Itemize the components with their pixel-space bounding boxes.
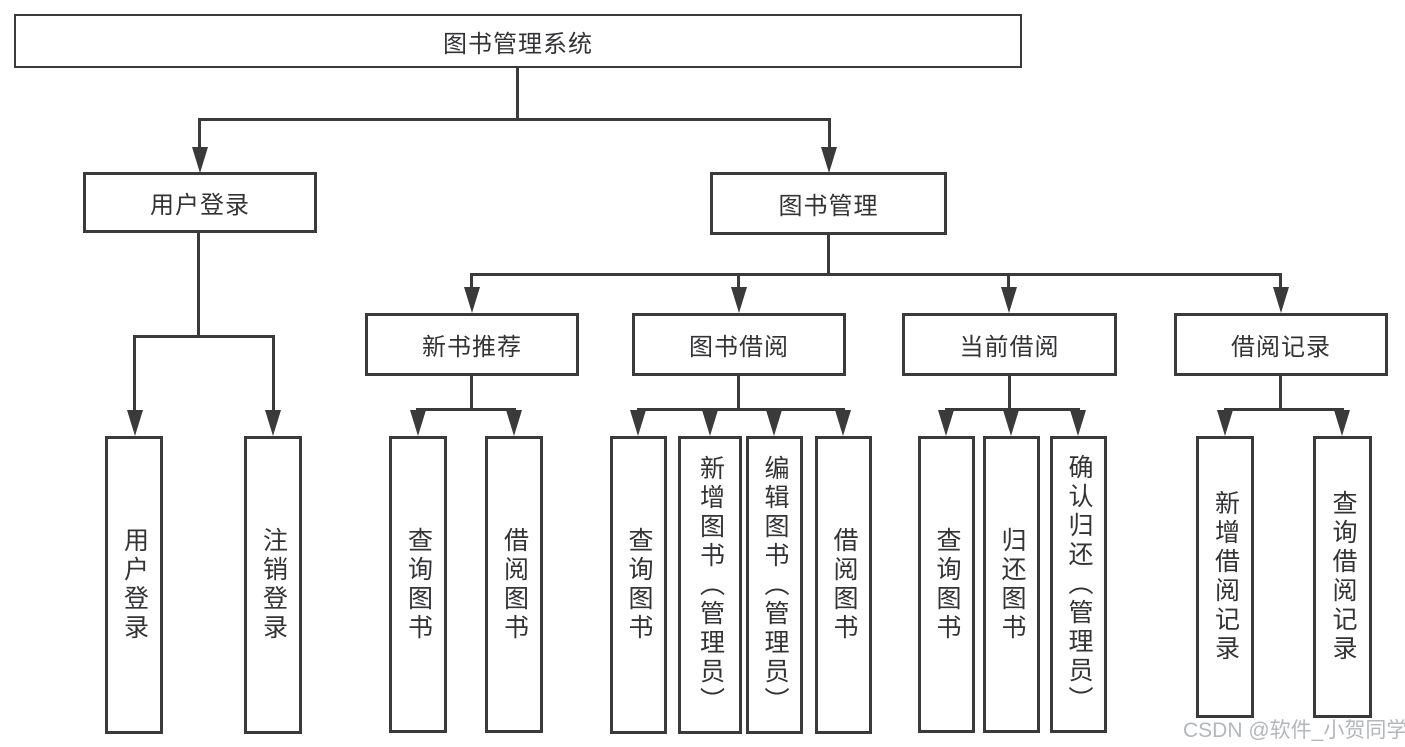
connector-line [272, 335, 275, 410]
node-borrow-records: 借阅记录 [1174, 313, 1388, 376]
connector-line [198, 118, 201, 148]
leaf-nbr-borrow-book: 借阅图书 [485, 436, 543, 733]
arrow-down-icon [265, 410, 281, 436]
connector-line [470, 273, 1282, 276]
node-book-management: 图书管理 [710, 172, 947, 235]
connector-line [828, 118, 831, 148]
leaf-bb-borrow-book: 借阅图书 [815, 436, 872, 734]
arrow-down-icon [1001, 287, 1017, 313]
arrow-down-icon [464, 287, 480, 313]
connector-line [1279, 273, 1282, 287]
connector-line [1008, 376, 1011, 408]
leaf-cb-confirm-return-admin: 确认归还（管理员） [1050, 436, 1107, 733]
arrow-down-icon [630, 410, 646, 436]
connector-line [737, 376, 740, 408]
leaf-br-add-record: 新增借阅记录 [1196, 436, 1254, 718]
arrow-down-icon [127, 410, 143, 436]
leaf-logout: 注销登录 [244, 436, 302, 734]
arrow-down-icon [1070, 410, 1086, 436]
node-book-borrow: 图书借阅 [632, 313, 846, 376]
arrow-down-icon [702, 410, 718, 436]
arrow-down-icon [1003, 410, 1019, 436]
leaf-cb-query-book: 查询图书 [918, 436, 975, 733]
arrow-down-icon [821, 147, 837, 173]
arrow-down-icon [1217, 410, 1233, 436]
csdn-watermark: CSDN @软件_小贺同学 [1183, 719, 1405, 742]
connector-line [133, 335, 136, 410]
connector-line [470, 376, 473, 408]
leaf-bb-query-book: 查询图书 [610, 436, 667, 734]
connector-line [416, 408, 516, 411]
arrow-down-icon [506, 410, 522, 436]
arrow-down-icon [766, 410, 782, 436]
arrow-down-icon [731, 287, 747, 313]
arrow-down-icon [835, 410, 851, 436]
connector-line [198, 118, 831, 121]
leaf-bb-add-book-admin: 新增图书（管理员） [678, 436, 742, 734]
node-user-login: 用户登录 [83, 172, 317, 233]
connector-line [737, 273, 740, 287]
connector-line [516, 68, 519, 120]
connector-line [1007, 273, 1010, 287]
node-new-book-recommend: 新书推荐 [365, 313, 579, 376]
leaf-user-login: 用户登录 [105, 436, 163, 734]
connector-line [827, 235, 830, 273]
node-current-borrow: 当前借阅 [902, 313, 1117, 376]
connector-line [1279, 376, 1282, 408]
connector-line [133, 335, 275, 338]
arrow-down-icon [192, 147, 208, 173]
connector-line [197, 233, 200, 335]
leaf-bb-edit-book-admin: 编辑图书（管理员） [746, 436, 803, 734]
connector-line [1224, 408, 1344, 411]
arrow-down-icon [1273, 287, 1289, 313]
node-root-library-system: 图书管理系统 [14, 14, 1022, 68]
leaf-nbr-query-book: 查询图书 [389, 436, 447, 733]
arrow-down-icon [410, 410, 426, 436]
connector-line [470, 273, 473, 287]
leaf-br-query-record: 查询借阅记录 [1313, 436, 1372, 718]
leaf-cb-return-book: 归还图书 [983, 436, 1040, 733]
arrow-down-icon [938, 410, 954, 436]
arrow-down-icon [1334, 410, 1350, 436]
connector-line [637, 408, 845, 411]
